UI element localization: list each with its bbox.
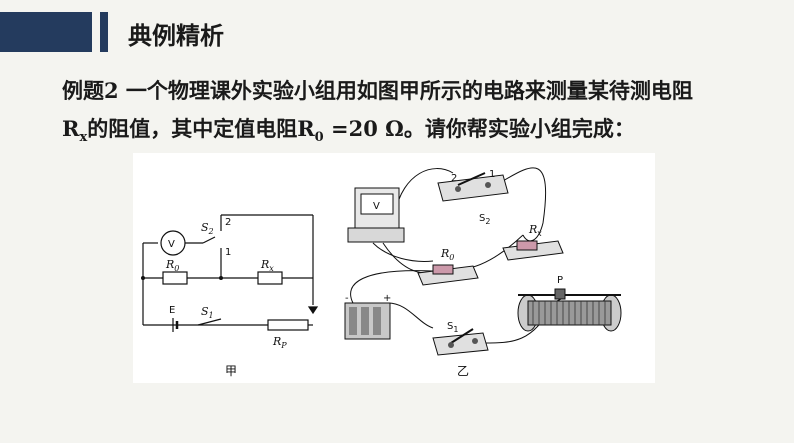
r0-device [417, 264, 479, 286]
battery-plus: + [383, 293, 391, 304]
rx-device [502, 240, 564, 261]
r0-subscript: 0 [314, 130, 324, 146]
battery-minus: - [345, 293, 349, 304]
s2-term-1: 1 [489, 169, 495, 180]
r0-label: R0 [165, 258, 179, 273]
rheostat-p-label: P [557, 275, 563, 286]
voltmeter-symbol [160, 230, 186, 256]
vmeter-face-label: V [373, 201, 380, 212]
rx-subscript: x [79, 130, 88, 146]
circuit-diagrams-svg: V S2 2 1 R0 Rx E S1 RP 甲 V [141, 167, 622, 378]
problem-line-2-mid: 的阻值，其中定值电阻R [87, 116, 315, 141]
problem-text: 例题2 一个物理课外实验小组用如图甲所示的电路来测量某待测电阻 Rx的阻值，其中… [62, 72, 762, 157]
caption-jia: 甲 [225, 364, 237, 378]
node-1-label: 1 [225, 247, 231, 258]
switch-s2-device: 2 1 [437, 169, 509, 202]
circuit-figure: V S2 2 1 R0 Rx E S1 RP 甲 V [133, 153, 655, 383]
caption-yi: 乙 [457, 364, 469, 378]
battery-label: E [169, 305, 175, 316]
s2-device-label: S2 [479, 213, 490, 226]
rx-device-label: Rx [528, 223, 542, 238]
switch-s1-device [432, 328, 489, 356]
voltmeter-device: V [347, 187, 405, 243]
header-bar: 典例精析 [0, 12, 794, 52]
header-accent-stripe [100, 12, 108, 52]
rp-label: RP [272, 335, 287, 350]
r0-device-label: R0 [440, 247, 454, 262]
rx-label: Rx [260, 258, 274, 273]
problem-line-2: Rx的阻值，其中定值电阻R0 =20 Ω。请你帮实验小组完成： [62, 110, 762, 157]
page-title: 典例精析 [128, 22, 224, 50]
voltmeter-label: V [168, 239, 175, 250]
rx-symbol: R [62, 116, 80, 141]
battery-device: - + [344, 293, 391, 340]
problem-line-2-end: =20 Ω。请你帮实验小组完成： [323, 116, 635, 141]
node-2-label: 2 [225, 217, 231, 228]
rheostat-device [517, 288, 622, 332]
switch-s2-label: S2 [201, 221, 214, 236]
s1-device-label: S1 [447, 321, 458, 334]
header-gap [92, 12, 100, 52]
header-accent-block [0, 12, 92, 52]
problem-line-1: 例题2 一个物理课外实验小组用如图甲所示的电路来测量某待测电阻 [62, 78, 693, 103]
switch-s1-label: S1 [201, 305, 214, 320]
s2-term-2: 2 [451, 173, 457, 184]
